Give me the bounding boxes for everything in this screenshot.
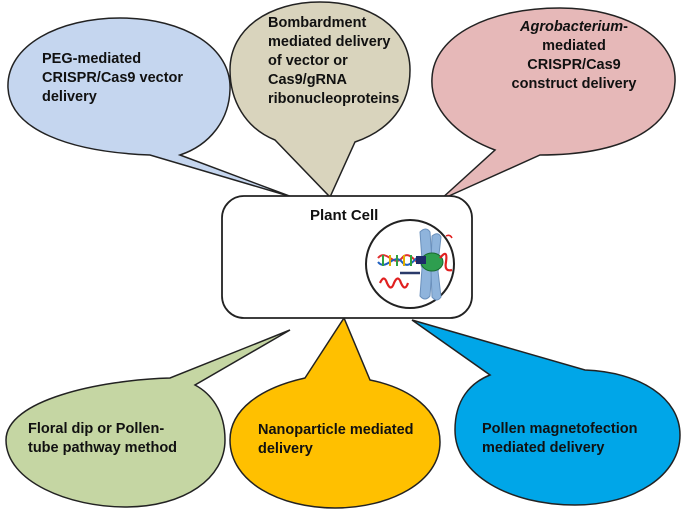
bombardment-label-line: Bombardment xyxy=(268,15,367,31)
peg-label-line: delivery xyxy=(42,89,97,105)
bombardment-label-line: mediated delivery xyxy=(268,34,391,50)
magnetofection-bubble xyxy=(411,319,681,506)
plant-cell-title: Plant Cell xyxy=(310,207,379,224)
nanoparticle-bubble xyxy=(229,316,441,509)
mrna-icon xyxy=(378,277,410,289)
magnetofection-label-line: mediated delivery xyxy=(482,440,605,456)
bombardment-bubble xyxy=(229,1,411,199)
nanoparticle-label-line: Nanoparticle mediated xyxy=(258,422,414,438)
bombardment-label-line: Cas9/gRNA xyxy=(268,72,347,88)
cas9-complex-icon xyxy=(416,234,453,272)
floral-dip-label-line: tube pathway method xyxy=(28,440,178,456)
agrobacterium-label-line: construct delivery xyxy=(511,76,637,92)
agrobacterium-label-line: CRISPR/Cas9 xyxy=(527,57,621,73)
bombardment-label-line: ribonucleoproteins xyxy=(268,91,400,107)
peg-label-line: CRISPR/Cas9 vector xyxy=(42,70,184,86)
peg-label-line: PEG-mediated xyxy=(42,51,142,67)
floral-dip-label: Floral dip or Pollen-tube pathway method xyxy=(28,420,177,458)
peg-bubble xyxy=(7,17,293,198)
agrobacterium-bubble xyxy=(431,7,676,201)
floral-dip-bubble xyxy=(5,329,291,508)
bombardment-label-line: of vector or xyxy=(268,53,348,69)
agrobacterium-label-line: Agrobacterium- xyxy=(520,19,628,35)
nanoparticle-label: Nanoparticle mediated delivery xyxy=(258,421,414,459)
nanoparticle-label-line: delivery xyxy=(258,441,313,457)
agrobacterium-label-line: mediated xyxy=(542,38,606,54)
magnetofection-label-line: Pollen magnetofection xyxy=(482,421,638,437)
magnetofection-label: Pollen magnetofection mediated delivery xyxy=(482,420,638,458)
floral-dip-label-line: Floral dip or Pollen- xyxy=(28,421,165,437)
bombardment-label: Bombardment mediated delivery of vector or… xyxy=(268,14,399,109)
